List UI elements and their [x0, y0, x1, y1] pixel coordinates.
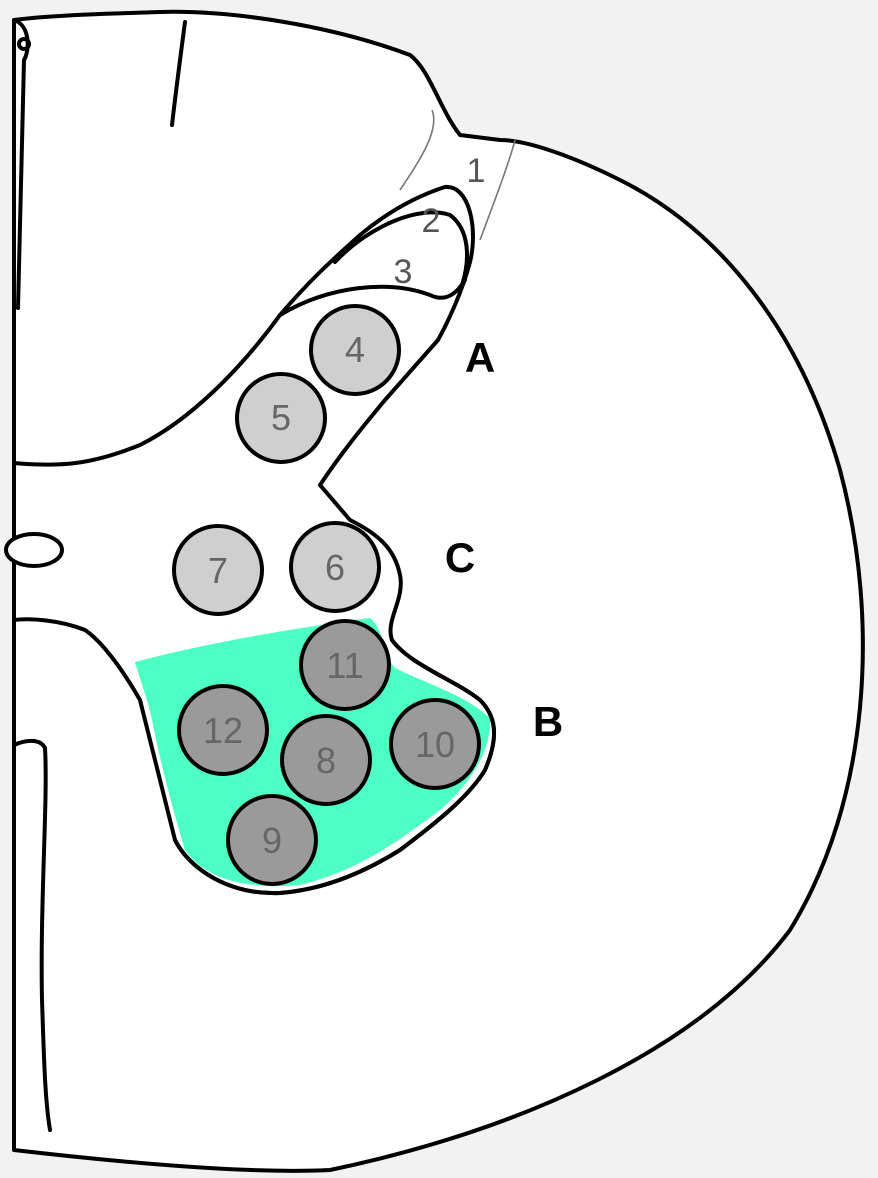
nucleus-5: 5: [237, 374, 325, 462]
nucleus-8: 8: [282, 716, 370, 804]
nucleus-9: 9: [228, 796, 316, 884]
nucleus-10: 10: [391, 700, 479, 788]
nucleus-6-label: 6: [325, 547, 345, 588]
central-canal: [6, 534, 62, 566]
nucleus-10-label: 10: [415, 724, 455, 765]
nucleus-4: 4: [311, 306, 399, 394]
nucleus-12-label: 12: [203, 710, 243, 751]
nucleus-11-label: 11: [326, 645, 363, 686]
lamina-3-label: 3: [394, 253, 413, 291]
nucleus-11: 11: [301, 621, 389, 709]
nucleus-9-label: 9: [262, 820, 282, 861]
nucleus-8-label: 8: [316, 740, 336, 781]
nucleus-7: 7: [174, 526, 262, 614]
nucleus-12: 12: [179, 686, 267, 774]
nucleus-4-label: 4: [345, 329, 365, 370]
nucleus-6: 6: [291, 523, 379, 611]
nucleus-5-label: 5: [271, 397, 291, 438]
lamina-2-label: 2: [422, 202, 441, 240]
region-a-label: A: [465, 334, 495, 381]
nucleus-7-label: 7: [208, 550, 228, 591]
region-c-label: C: [445, 534, 475, 581]
region-b-label: B: [533, 698, 563, 745]
lamina-1-label: 1: [467, 152, 486, 190]
